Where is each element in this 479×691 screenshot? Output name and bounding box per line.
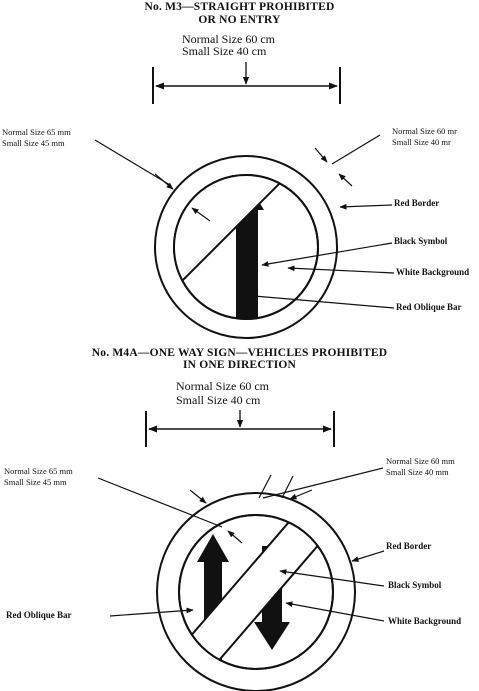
- m3-title-line1: No. M3—STRAIGHT PROHIBITED: [144, 1, 335, 13]
- m3-border-small-size: Small Size 40 mr: [392, 137, 451, 147]
- m3-sign: [154, 155, 338, 339]
- m3-label-red-border: Red Border: [394, 198, 440, 208]
- m4a-bar-normal-size: Normal Size 65 mm: [4, 466, 73, 476]
- m3-black-symbol-shaft: [236, 208, 258, 318]
- m4a-border-normal-size: Normal Size 60 mm: [386, 456, 455, 466]
- m4a-down-arrow-head: [254, 622, 290, 650]
- m3-border-normal-size: Normal Size 60 mr: [392, 126, 457, 136]
- m3-title-line2: OR NO ENTRY: [198, 14, 281, 26]
- m4a-title-line1: No. M4A—ONE WAY SIGN—VEHICLES PROHIBITED: [91, 347, 388, 359]
- m3-label-red-oblique-bar: Red Oblique Bar: [396, 302, 462, 312]
- m3-overall-normal-size: Normal Size 60 cm: [182, 32, 275, 46]
- m4a-leaders: [97, 467, 385, 622]
- m3-leaders: [94, 134, 395, 309]
- m4a-overall-normal-size: Normal Size 60 cm: [176, 379, 269, 393]
- m3-overall-small-size: Small Size 40 cm: [182, 44, 267, 58]
- m4a-label-red-border: Red Border: [386, 541, 432, 551]
- m4a-label-red-oblique-bar: Red Oblique Bar: [6, 610, 72, 620]
- m4a-overall-small-size: Small Size 40 cm: [176, 393, 261, 407]
- m3-red-border-ring: [154, 155, 338, 339]
- m4a-label-white-background: White Background: [388, 616, 462, 626]
- m3-bar-normal-size: Normal Size 65 mm: [2, 127, 71, 137]
- m3-red-oblique-bar: [174, 175, 318, 285]
- m4a-bar-small-size: Small Size 45 mm: [4, 477, 67, 487]
- m4a-up-arrow-head: [197, 534, 229, 562]
- m4a-title-line2: IN ONE DIRECTION: [182, 359, 297, 371]
- m3-overall-dimension: [152, 62, 341, 104]
- m3-label-black-symbol: Black Symbol: [394, 236, 448, 246]
- m4a-sign: [156, 492, 356, 691]
- m3-label-white-background: White Background: [396, 267, 470, 277]
- m3-bar-small-size: Small Size 45 mm: [2, 138, 65, 148]
- m4a-border-small-size: Small Size 40 mm: [386, 467, 449, 477]
- m4a-red-border-ring: [156, 492, 356, 691]
- m4a-label-black-symbol: Black Symbol: [388, 580, 442, 590]
- m4a-overall-dimension: [145, 410, 335, 447]
